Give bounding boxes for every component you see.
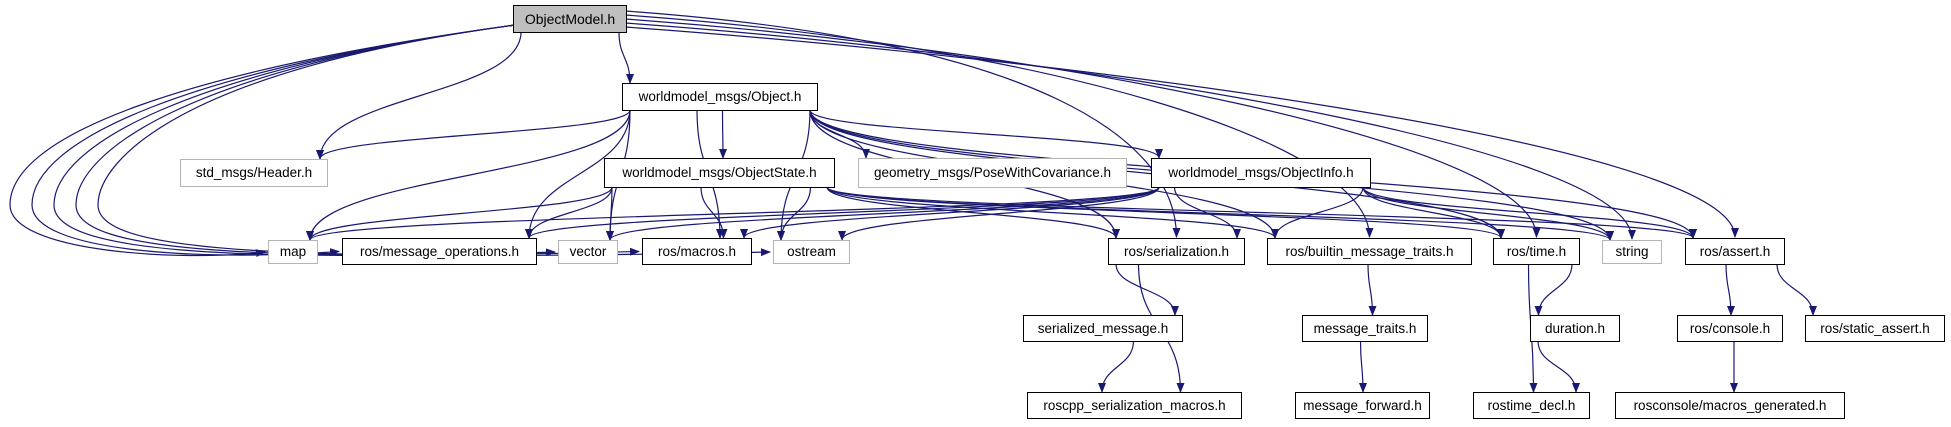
include-edge-object-state--assert <box>826 186 1697 239</box>
include-edge-time--duration <box>1534 263 1573 316</box>
include-edge-object-info--string <box>1362 186 1614 241</box>
include-edge-object-model--map <box>9 24 516 258</box>
include-edge-object-state--serialization <box>826 186 1120 239</box>
include-edge-object--message-operations <box>525 109 631 239</box>
include-edge-object-state--message-operations <box>525 186 613 239</box>
include-edge-object-model--macros <box>75 24 640 256</box>
include-edge-object-info--builtin-message-traits <box>1271 186 1364 239</box>
node-roscpp-serialization-macros[interactable]: roscpp_serialization_macros.h <box>1027 392 1242 419</box>
node-map: map <box>268 240 318 264</box>
include-edge-object-info--message-operations <box>525 186 1160 239</box>
node-serialization[interactable]: ros/serialization.h <box>1108 238 1245 265</box>
include-edge-object--map <box>306 109 631 241</box>
node-string: string <box>1602 240 1662 264</box>
include-edge-object-state--map <box>306 186 613 241</box>
node-pose-with-covariance: geometry_msgs/PoseWithCovariance.h <box>858 158 1127 188</box>
node-object[interactable]: worldmodel_msgs/Object.h <box>622 83 818 111</box>
include-edge-object-state--time <box>826 186 1505 239</box>
node-static-assert[interactable]: ros/static_assert.h <box>1805 315 1945 342</box>
include-edge-object-info--serialization <box>1173 186 1241 239</box>
include-edge-builtin-message-traits--message-traits <box>1367 263 1377 316</box>
include-edge-object-state--string <box>826 186 1614 241</box>
node-time[interactable]: ros/time.h <box>1493 238 1580 265</box>
include-edge-object-model--builtin-message-traits <box>624 14 1374 238</box>
node-header: std_msgs/Header.h <box>180 159 328 187</box>
include-edge-object-state--builtin-message-traits <box>826 186 1279 239</box>
include-edge-object-info--time <box>1362 186 1505 239</box>
node-object-info[interactable]: worldmodel_msgs/ObjectInfo.h <box>1151 158 1371 188</box>
include-edge-object-model--assert <box>624 26 1739 238</box>
node-builtin-message-traits[interactable]: ros/builtin_message_traits.h <box>1267 238 1472 265</box>
include-edge-object-state--ostream <box>777 186 812 241</box>
include-edge-object-model--string <box>624 22 1636 240</box>
include-edge-object-info--vector <box>606 186 1160 241</box>
node-object-model: ObjectModel.h <box>513 5 627 33</box>
include-edge-object-info--macros <box>740 186 1160 239</box>
include-edge-duration--rostime-decl <box>1537 340 1580 393</box>
node-message-traits[interactable]: message_traits.h <box>1302 315 1428 342</box>
include-edge-object-info--ostream <box>838 186 1160 241</box>
include-edge-object-model--header <box>316 31 522 160</box>
include-edge-object--object-info <box>809 109 1163 159</box>
include-edge-message-traits--message-forward <box>1358 340 1367 393</box>
include-edge-object-model--vector <box>53 24 556 257</box>
node-message-forward[interactable]: message_forward.h <box>1295 392 1430 419</box>
include-edge-object-info--map <box>306 186 1160 241</box>
node-macros-generated[interactable]: rosconsole/macros_generated.h <box>1615 392 1845 419</box>
include-edge-object-model--serialization <box>624 10 1181 238</box>
node-console[interactable]: ros/console.h <box>1677 315 1783 342</box>
include-edge-object-info--assert <box>1362 186 1697 239</box>
include-edge-object-model--message-operations <box>31 24 516 257</box>
include-edge-assert--console <box>1725 263 1735 316</box>
node-macros[interactable]: ros/macros.h <box>642 238 752 265</box>
include-edge-object-model--time <box>624 18 1541 238</box>
include-edge-serialized-message--roscpp-serialization-macros <box>1098 340 1135 393</box>
node-ostream: ostream <box>773 240 850 264</box>
include-edge-object--header <box>316 109 631 160</box>
include-edge-object-state--macros <box>700 186 728 239</box>
include-edge-serialization--serialized-message <box>1115 263 1179 316</box>
include-edge-object--object-state <box>718 109 727 159</box>
include-edge-assert--static-assert <box>1776 263 1817 316</box>
node-serialized-message[interactable]: serialized_message.h <box>1023 315 1183 342</box>
node-rostime-decl[interactable]: rostime_decl.h <box>1473 392 1590 419</box>
node-vector: vector <box>558 240 618 264</box>
node-message-operations[interactable]: ros/message_operations.h <box>342 238 537 265</box>
node-duration[interactable]: duration.h <box>1530 315 1620 342</box>
node-assert[interactable]: ros/assert.h <box>1685 238 1785 265</box>
include-edge-object-model--object <box>618 31 634 84</box>
node-object-state[interactable]: worldmodel_msgs/ObjectState.h <box>604 158 835 188</box>
